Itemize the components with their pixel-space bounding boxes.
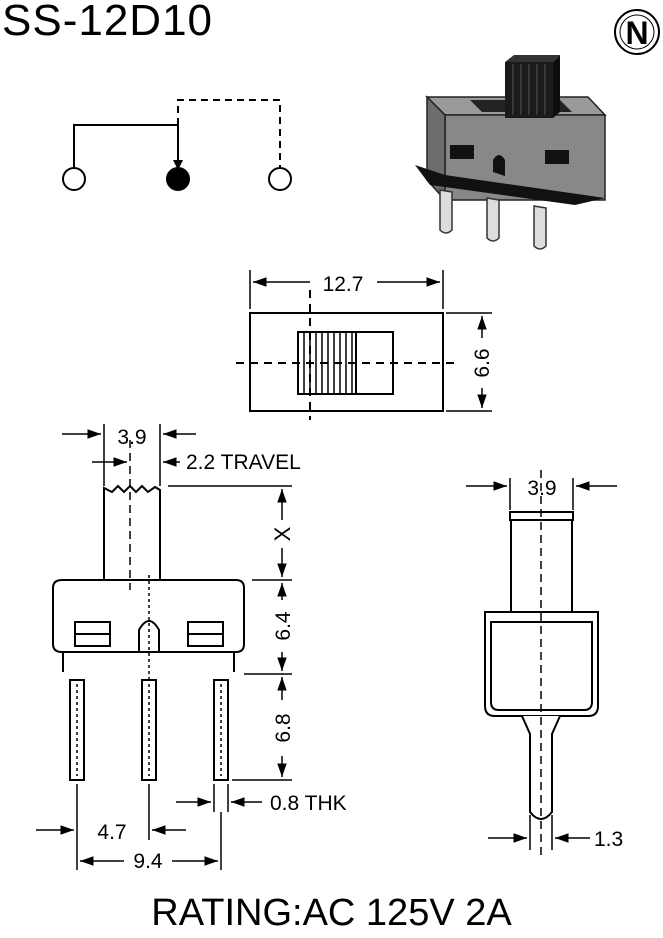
brand-logo: N xyxy=(614,9,660,55)
dim-pin-pitch: 4.7 xyxy=(97,821,126,844)
rating-label: RATING:AC 125V 2A xyxy=(151,892,512,934)
circuit-schematic xyxy=(62,99,292,191)
dim-pin-span: 9.4 xyxy=(133,850,163,873)
side-view-drawing xyxy=(466,470,617,860)
dim-side-pin: 1.3 xyxy=(594,828,623,851)
part-number-title: SS-12D10 xyxy=(2,0,214,45)
dim-actuator-height: X xyxy=(270,526,295,541)
dim-travel: 2.2 TRAVEL xyxy=(186,451,301,474)
dim-top-width: 12.7 xyxy=(323,273,364,296)
dim-pin-length: 6.8 xyxy=(272,713,295,742)
top-view-drawing xyxy=(236,270,492,420)
front-view-drawing xyxy=(36,424,292,870)
dim-body-height: 6.4 xyxy=(272,611,295,641)
switch-3d-illustration xyxy=(415,55,607,250)
dim-actuator-width: 3.9 xyxy=(117,426,146,449)
dim-top-height: 6.6 xyxy=(471,348,494,377)
logo-letter: N xyxy=(625,15,648,51)
dim-pin-thickness: 0.8 THK xyxy=(270,792,347,815)
dim-side-width: 3.9 xyxy=(527,477,556,500)
